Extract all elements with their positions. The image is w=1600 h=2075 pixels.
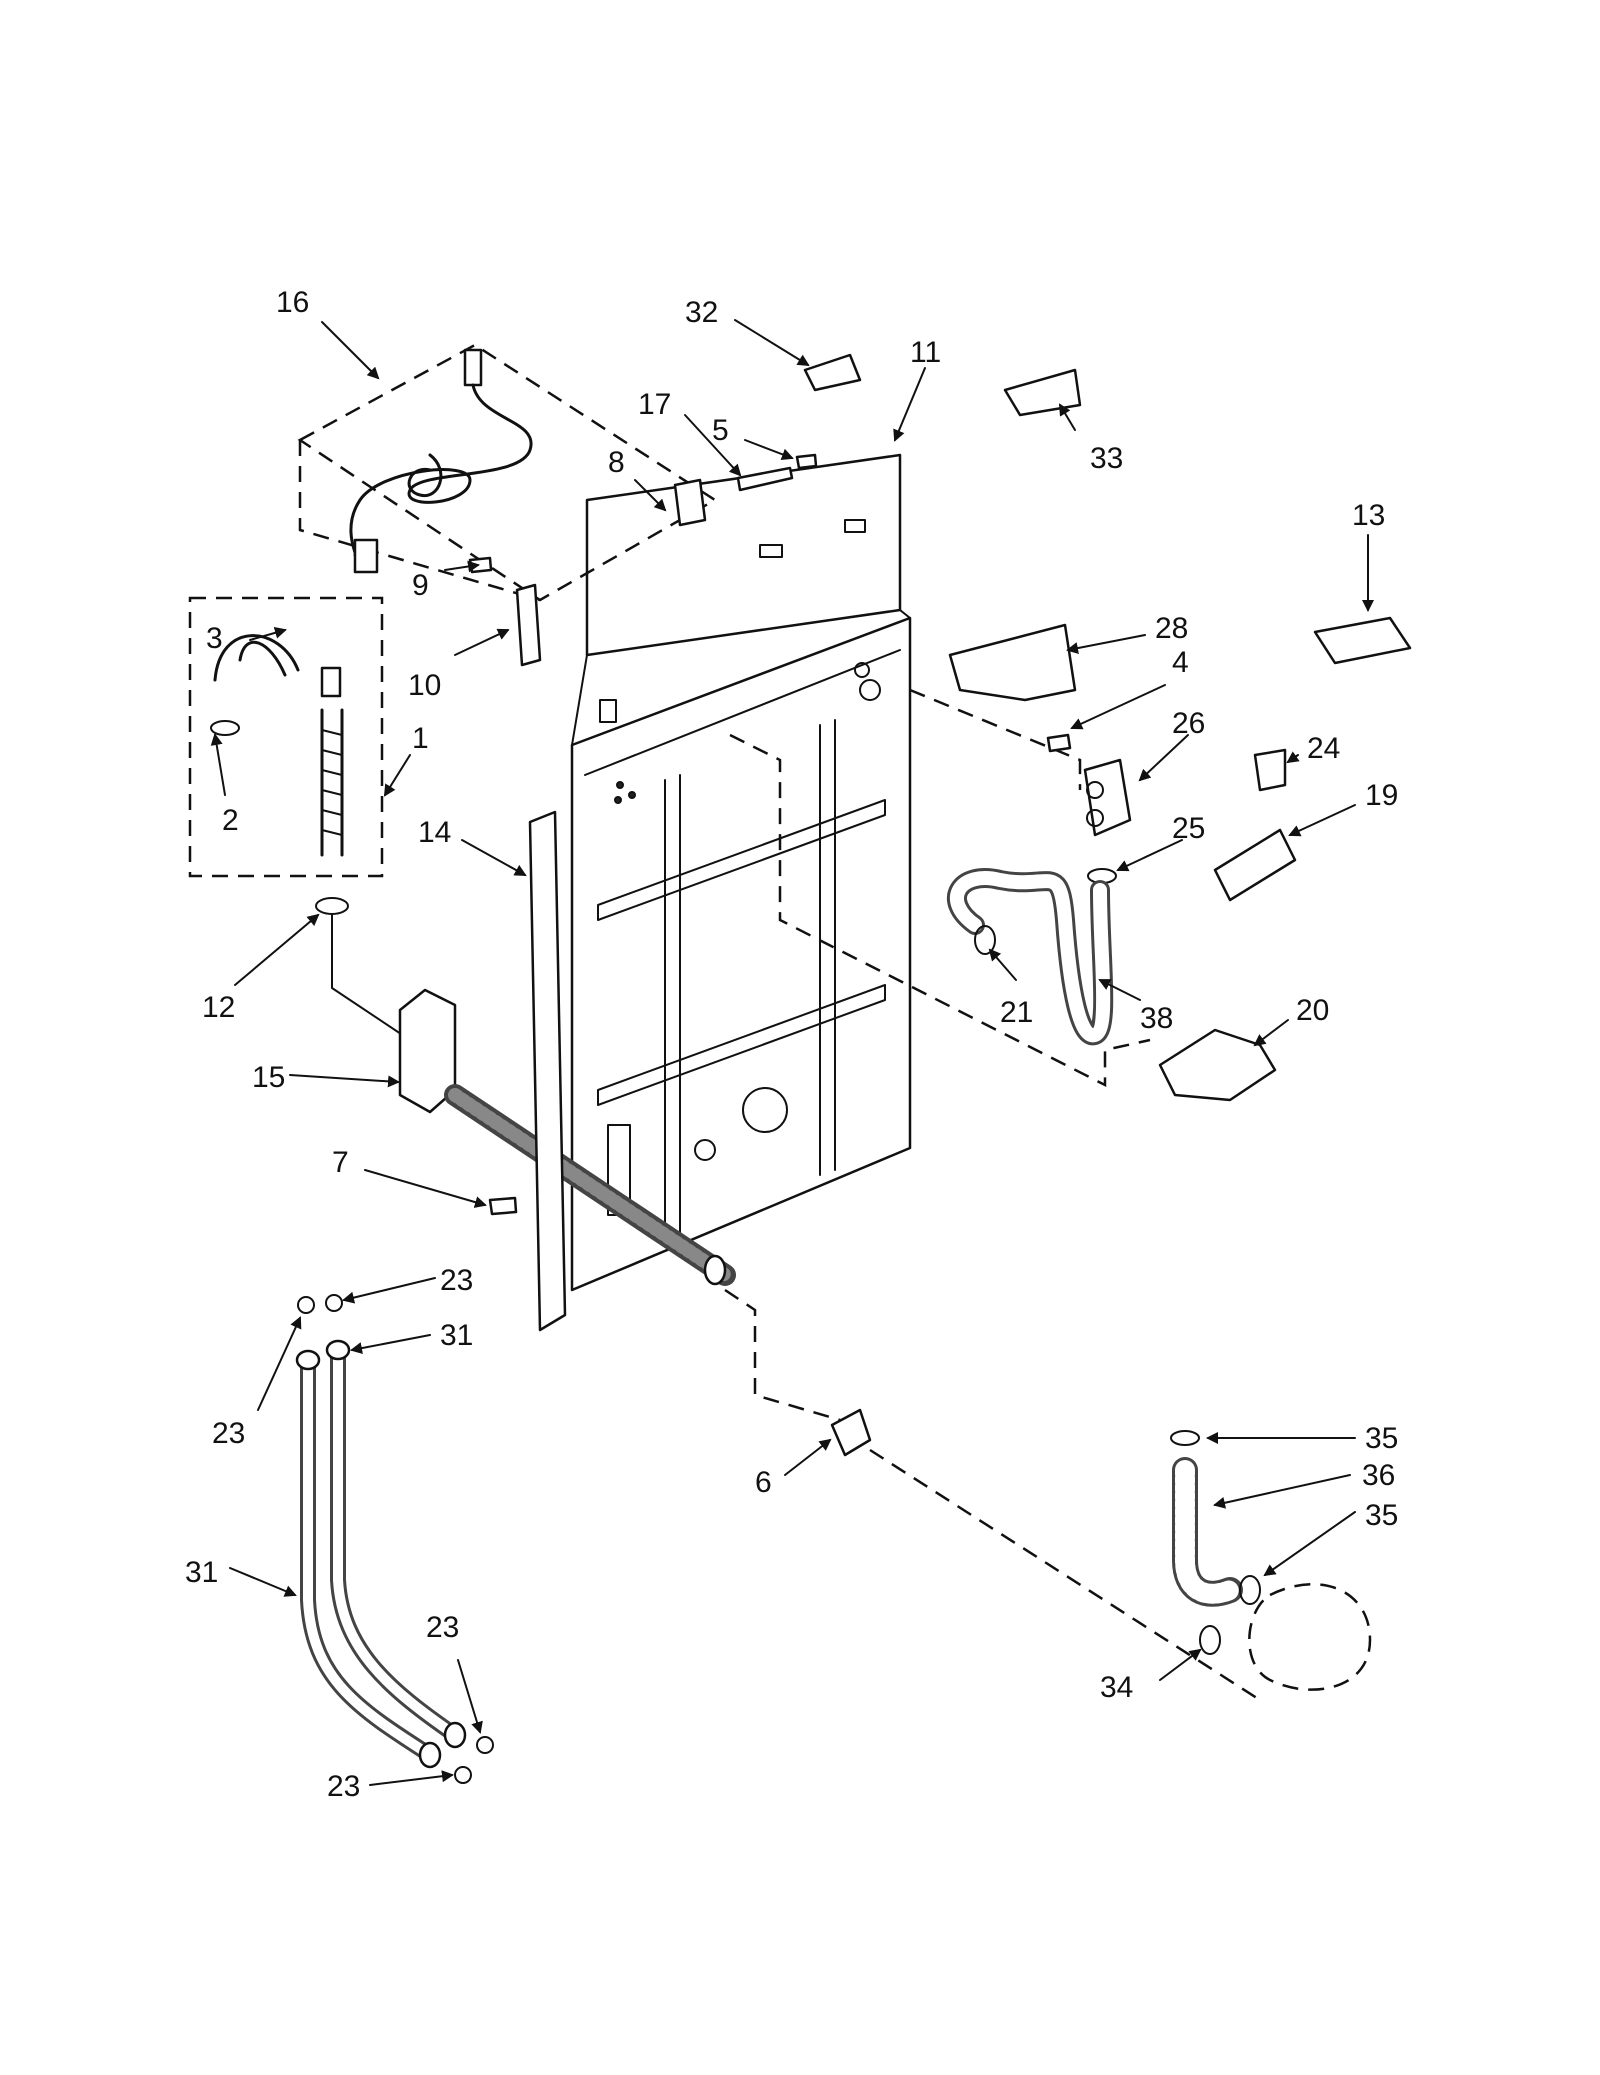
callout-7: 7	[332, 1146, 349, 1179]
callout-23: 23	[426, 1611, 459, 1644]
bracket-33	[1003, 368, 1082, 417]
callout-26: 26	[1172, 707, 1205, 740]
hose-clamp	[315, 897, 349, 915]
bracket-19	[1213, 828, 1297, 902]
callout-32: 32	[685, 296, 718, 329]
callout-2: 2	[222, 804, 239, 837]
side-strip	[528, 810, 567, 1332]
pump-outline	[1248, 1583, 1372, 1691]
callout-34: 34	[1100, 1671, 1133, 1704]
callout-8: 8	[608, 446, 625, 479]
power-cord	[349, 348, 533, 574]
callout-25: 25	[1172, 812, 1205, 845]
switch-8	[673, 478, 707, 527]
callout-28: 28	[1155, 612, 1188, 645]
clip-32	[803, 353, 862, 392]
callout-19: 19	[1365, 779, 1398, 812]
screw-4	[1046, 733, 1072, 753]
callout-35: 35	[1365, 1422, 1398, 1455]
washer	[297, 1296, 315, 1314]
clamp-35	[1239, 1575, 1261, 1605]
clamp-21	[974, 925, 996, 955]
callout-23: 23	[440, 1264, 473, 1297]
callout-21: 21	[1000, 996, 1033, 1029]
cap-24	[1253, 748, 1287, 792]
clamp-34	[1199, 1625, 1221, 1655]
callout-20: 20	[1296, 994, 1329, 1027]
callout-9: 9	[412, 569, 429, 602]
callout-23: 23	[327, 1770, 360, 1803]
water-valve	[1083, 758, 1132, 837]
callout-23: 23	[212, 1417, 245, 1450]
callout-labels: 16 32 11 33 17 5 8 13 28 4 26 24 19 25 2…	[185, 286, 1398, 1803]
bracket-28	[948, 623, 1077, 702]
dispenser-20	[1158, 1028, 1277, 1102]
callout-1: 1	[412, 722, 429, 755]
callout-17: 17	[638, 388, 671, 421]
drain-hose-kit	[210, 627, 344, 857]
callout-15: 15	[252, 1061, 285, 1094]
screw-5	[795, 453, 818, 470]
clip-10	[515, 583, 542, 667]
callout-36: 36	[1362, 1459, 1395, 1492]
callout-12: 12	[202, 991, 235, 1024]
callout-24: 24	[1307, 732, 1340, 765]
callout-33: 33	[1090, 442, 1123, 475]
rear-panel	[570, 453, 912, 1292]
label-13	[1313, 616, 1412, 665]
inlet-hoses	[295, 1339, 467, 1769]
callout-11: 11	[910, 336, 941, 369]
clamp	[830, 1408, 872, 1457]
washer	[454, 1766, 472, 1784]
callout-35: 35	[1365, 1499, 1398, 1532]
strip-17	[736, 466, 794, 492]
callout-6: 6	[755, 1466, 772, 1499]
callout-31: 31	[185, 1556, 218, 1589]
screw-7	[488, 1196, 518, 1216]
callout-38: 38	[1140, 1002, 1173, 1035]
callout-31: 31	[440, 1319, 473, 1352]
callout-3: 3	[206, 622, 223, 655]
drain-hose	[444, 1084, 736, 1286]
washer	[325, 1294, 343, 1312]
leader-lines	[210, 319, 1374, 1786]
callout-13: 13	[1352, 499, 1385, 532]
callout-4: 4	[1172, 646, 1189, 679]
callout-14: 14	[418, 816, 451, 849]
clamp-35	[1170, 1430, 1200, 1446]
washer	[476, 1736, 494, 1754]
callout-10: 10	[408, 669, 441, 702]
callout-5: 5	[712, 414, 729, 447]
callout-16: 16	[276, 286, 309, 319]
